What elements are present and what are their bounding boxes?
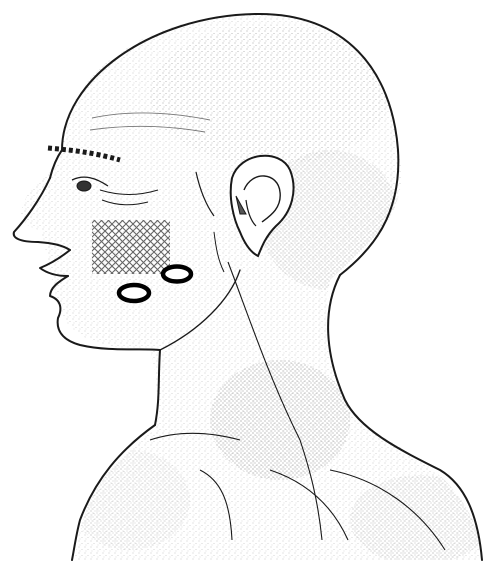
circle-marker-upper xyxy=(163,267,191,282)
circle-marker-lower xyxy=(119,285,149,301)
hatched-region xyxy=(92,220,170,274)
eye xyxy=(77,181,91,191)
